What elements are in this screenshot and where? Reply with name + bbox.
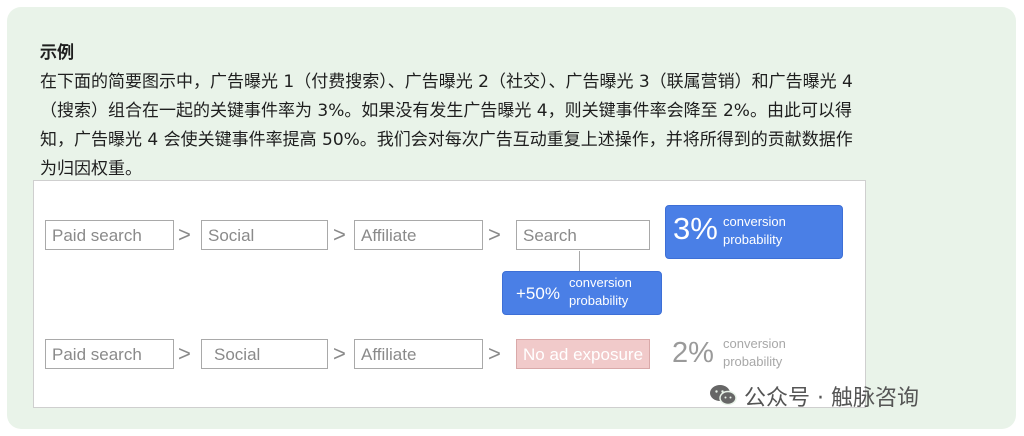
row1-result-box: 3% conversion probability xyxy=(665,205,843,259)
paragraph-line: 在下面的简要图示中，广告曝光 1（付费搜索）、广告曝光 2（社交）、广告曝光 3… xyxy=(40,72,853,92)
paragraph-line: （搜索）组合在一起的关键事件率为 3%。如果没有发生广告曝光 4，则关键事件率会… xyxy=(40,101,852,121)
row1-node-social: Social xyxy=(201,220,328,250)
row2-node-no-ad-exposure: No ad exposure xyxy=(516,339,650,369)
attribution-diagram: Paid search > Social > Affiliate > Searc… xyxy=(33,180,866,408)
row1-arrow-1: > xyxy=(178,222,191,247)
row1-arrow-2: > xyxy=(333,222,346,247)
row2-arrow-3: > xyxy=(488,341,501,366)
description-paragraph: 在下面的简要图示中，广告曝光 1（付费搜索）、广告曝光 2（社交）、广告曝光 3… xyxy=(40,68,1000,184)
row1-node-affiliate: Affiliate xyxy=(354,220,483,250)
lift-value: +50% xyxy=(516,284,560,303)
row1-node-search: Search xyxy=(516,220,650,250)
connector-line xyxy=(579,251,580,271)
watermark-text: 公众号 · 触脉咨询 xyxy=(744,386,919,411)
lift-label-line1: conversion xyxy=(569,275,632,290)
row1-result-label-line2: probability xyxy=(723,232,783,247)
row2-node-paid-search: Paid search xyxy=(45,339,174,369)
row2-node-social: Social xyxy=(201,339,328,369)
paragraph-line: 知，广告曝光 4 会使关键事件率提高 50%。我们会对每次广告互动重复上述操作，… xyxy=(40,130,853,150)
lift-label-line2: probability xyxy=(569,293,629,308)
row1-result-label-line1: conversion xyxy=(723,214,786,229)
row2-result-label-line2: probability xyxy=(723,354,783,369)
row2-arrow-2: > xyxy=(333,341,346,366)
row2-result-label-line1: conversion xyxy=(723,336,786,351)
row1-arrow-3: > xyxy=(488,222,501,247)
row1-node-paid-search: Paid search xyxy=(45,220,174,250)
row2-arrow-1: > xyxy=(178,341,191,366)
wechat-icon xyxy=(710,385,737,406)
lift-box: +50% conversion probability xyxy=(502,271,662,315)
heading: 示例 xyxy=(40,43,74,63)
row2-result-value: 2% xyxy=(672,337,714,369)
row1-result-value: 3% xyxy=(673,211,718,246)
row2-node-affiliate: Affiliate xyxy=(354,339,483,369)
paragraph-line: 为归因权重。 xyxy=(40,159,142,179)
